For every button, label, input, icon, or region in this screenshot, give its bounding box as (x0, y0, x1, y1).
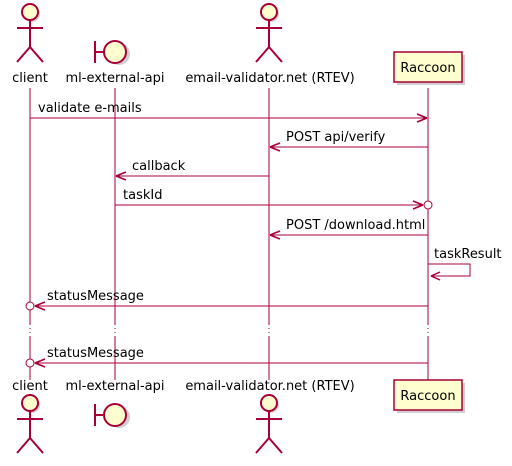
participant-label: Raccoon (400, 61, 455, 76)
participant-box-raccoon: Raccoon (393, 379, 465, 413)
message-label: POST api/verify (286, 130, 386, 145)
message-label: POST /download.html (286, 218, 425, 233)
message-label: taskId (123, 188, 162, 203)
message-label: callback (132, 159, 186, 174)
participant-label-ev-top: email-validator.net (RTEV) (185, 71, 354, 86)
participant-box-raccoon: Raccoon (393, 51, 465, 85)
message-label: taskResult (434, 247, 502, 262)
message: taskResult (428, 247, 502, 281)
boundary-icon (94, 403, 130, 428)
participant-label: Raccoon (400, 389, 455, 404)
actor-icon (255, 394, 283, 454)
message: validate e-mails (30, 101, 428, 123)
message: statusMessage (25, 289, 428, 311)
message-label: validate e-mails (38, 101, 142, 116)
message: callback (115, 159, 269, 181)
message: POST api/verify (269, 130, 428, 152)
actor-icon (16, 3, 44, 63)
boundary-icon (94, 40, 130, 65)
actor-icon (255, 3, 283, 63)
participant-label-api-top: ml-external-api (66, 71, 165, 86)
participant-label-ev-bottom: email-validator.net (RTEV) (185, 379, 354, 394)
message-label: statusMessage (47, 346, 144, 361)
participant-heads: client client ml-external-api ml-external-a… (12, 3, 465, 454)
message-label: statusMessage (47, 289, 144, 304)
message: taskId (115, 188, 433, 210)
message: statusMessage (25, 346, 428, 368)
message: POST /download.html (269, 218, 428, 240)
actor-icon (16, 394, 44, 454)
participant-label-api-bottom: ml-external-api (66, 379, 165, 394)
participant-label-client-bottom: client (12, 379, 48, 394)
participant-label-client-top: client (12, 71, 48, 86)
